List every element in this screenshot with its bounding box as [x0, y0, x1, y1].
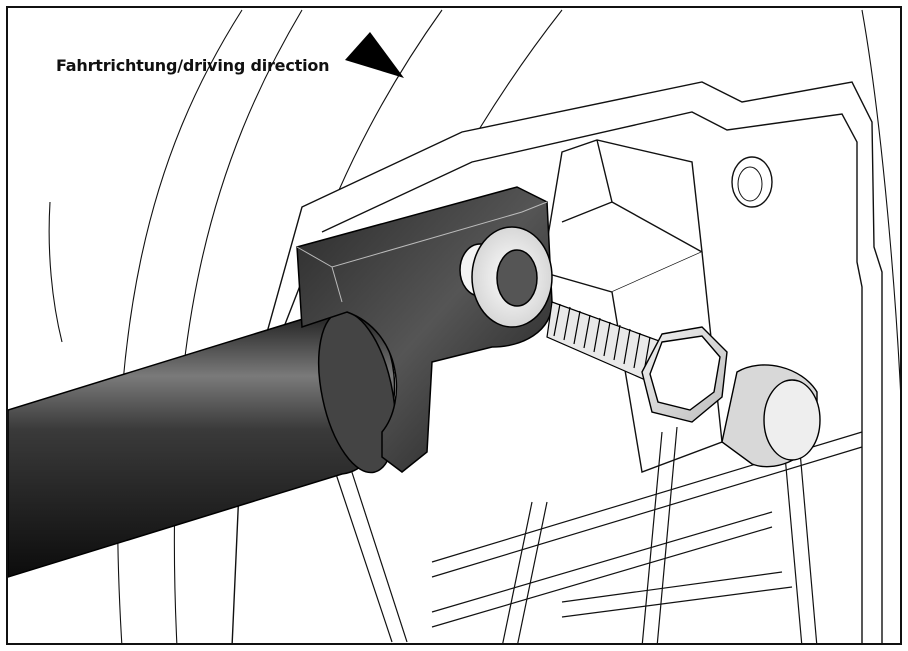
mounting-hole	[731, 156, 773, 208]
diagram-frame: Fahrtrichtung/driving direction	[6, 6, 902, 645]
assembly-illustration	[8, 9, 900, 643]
frame-rails	[331, 416, 863, 643]
washer	[471, 226, 553, 328]
bolt	[546, 301, 663, 383]
hex-nut	[641, 326, 728, 423]
cap-nut	[721, 364, 821, 468]
direction-label: Fahrtrichtung/driving direction	[56, 56, 330, 75]
direction-arrow-icon	[345, 32, 404, 78]
